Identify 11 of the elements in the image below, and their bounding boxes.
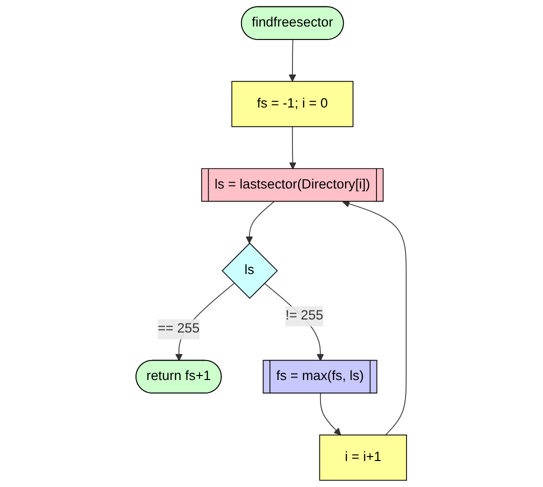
edge-label: != 255	[286, 308, 324, 323]
arrow	[246, 201, 275, 244]
node-box: i = i+1	[319, 434, 408, 481]
arrow	[288, 39, 296, 82]
arrow	[289, 126, 297, 170]
arrow	[320, 393, 342, 436]
node-box: fs = -1; i = 0	[232, 80, 354, 128]
node-diamond: ls	[222, 242, 278, 299]
arrow	[342, 200, 407, 436]
arrow	[264, 282, 324, 362]
edge-label: == 255	[158, 322, 200, 336]
